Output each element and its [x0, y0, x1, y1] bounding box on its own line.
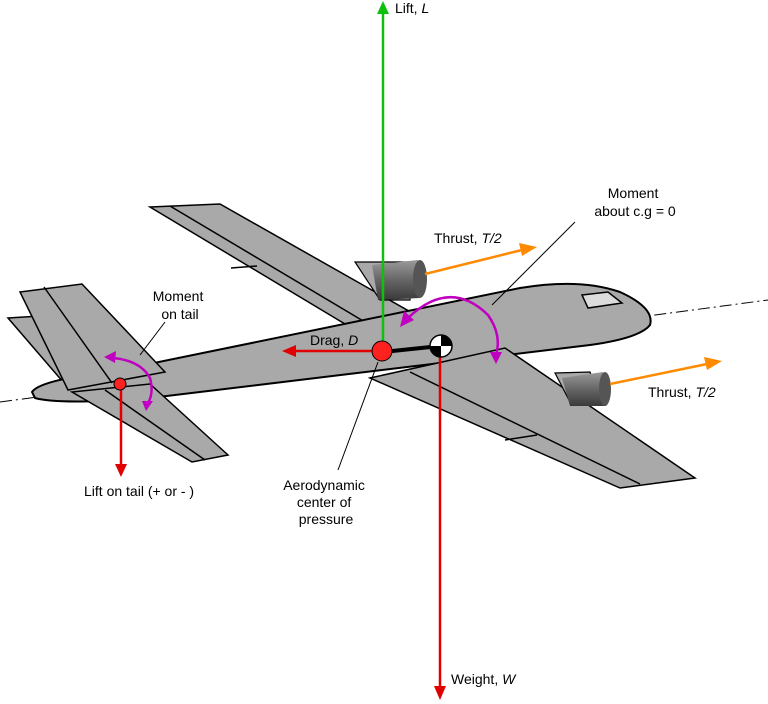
- tail-lift-point: [113, 377, 127, 391]
- moment-cg-arrowhead-right: [490, 352, 502, 364]
- thrust-upper-label: Thrust, T/2: [434, 230, 502, 246]
- drag-label: Drag, D: [310, 332, 358, 348]
- thrust-upper-arrow: [424, 248, 523, 276]
- moment-cg-arc: [407, 296, 499, 356]
- moment-tail-arrowhead-right: [142, 401, 153, 411]
- tail-lift-label: Lift on tail (+ or - ): [84, 483, 194, 499]
- weight-label: Weight, W: [451, 671, 517, 687]
- lift-arrowhead: [377, 1, 389, 14]
- center-of-pressure-label: Aerodynamic center of pressure: [283, 477, 369, 527]
- leader-line-center-of-pressure: [337, 361, 379, 471]
- tail-lift-arrowhead: [115, 464, 127, 477]
- thrust-upper-arrowhead: [519, 243, 537, 256]
- lower-wing: [367, 347, 698, 489]
- moment-tail-label: Moment on tail: [153, 288, 207, 322]
- vertical-tail: [18, 283, 167, 391]
- weight-arrowhead: [434, 686, 446, 700]
- center-of-pressure-marker: [371, 340, 393, 362]
- moment-cg-label: Moment about c.g = 0: [594, 185, 676, 219]
- moment-tail-arrowhead-left: [104, 351, 116, 363]
- lift-label: Lift, L: [395, 0, 429, 16]
- leader-line-moment-tail: [139, 321, 166, 356]
- cockpit-window: [580, 291, 624, 309]
- moment-tail-arc: [111, 356, 153, 404]
- thrust-lower-arrowhead: [704, 357, 722, 370]
- thrust-lower-arrow: [609, 362, 708, 386]
- thrust-lower-label: Thrust, T/2: [648, 384, 716, 400]
- moment-cg-arrowhead-left: [400, 311, 414, 327]
- lower-engine: [554, 371, 611, 406]
- center-of-gravity-icon: [429, 334, 453, 358]
- leader-line-moment-cg: [491, 221, 576, 306]
- drag-arrowhead: [282, 345, 296, 357]
